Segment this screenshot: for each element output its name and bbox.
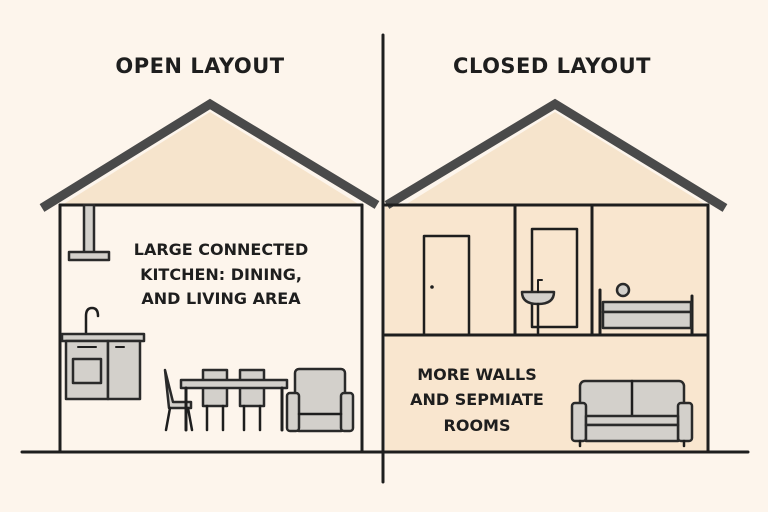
sofa-icon xyxy=(570,379,694,448)
open-layout-title: OPEN LAYOUT xyxy=(115,54,284,78)
open-layout-description-line-3: AND LIVING AREA xyxy=(141,289,301,308)
closed-layout-description-line-2: AND SEPMIATE xyxy=(410,390,544,409)
bathroom-sink-icon xyxy=(520,227,579,335)
right-roof xyxy=(384,98,728,212)
left-roof-gable xyxy=(62,112,360,205)
range-hood-icon xyxy=(67,203,111,262)
closed-layout-description-line-1: MORE WALLS xyxy=(417,365,537,384)
closed-layout-description-line-3: ROOMS xyxy=(444,416,511,435)
left-roof xyxy=(39,98,380,212)
open-layout-description-line-1: LARGE CONNECTED xyxy=(134,240,308,259)
bed-icon xyxy=(598,282,694,335)
open-layout-description-line-2: KITCHEN: DINING, xyxy=(140,265,302,284)
dining-set-icon xyxy=(163,368,289,432)
closed-layout-house: CLOSED LAYOUT MORE WALLS AND SEPMIATE RO… xyxy=(383,54,728,454)
kitchen-counter-icon xyxy=(60,306,146,401)
door-icon xyxy=(422,234,471,337)
open-layout-house: OPEN LAYOUT LARGE CONNECTED KITCHEN: DIN… xyxy=(39,54,380,454)
closed-layout-title: CLOSED LAYOUT xyxy=(453,54,651,78)
armchair-icon xyxy=(285,367,355,433)
